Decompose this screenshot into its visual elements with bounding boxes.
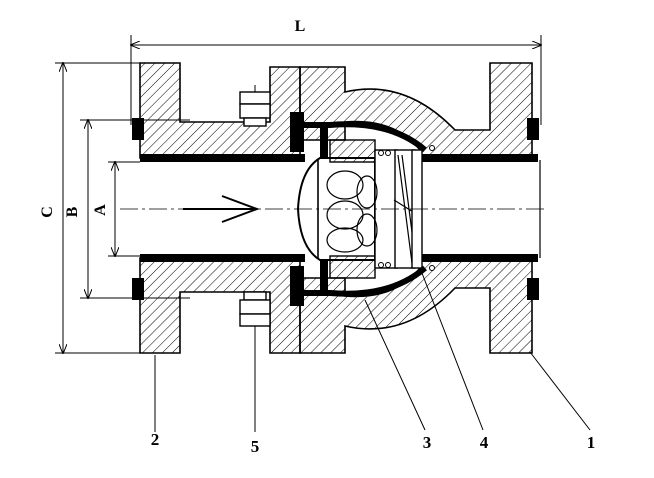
bolt-bottom [239, 291, 271, 333]
bolt-top [239, 85, 271, 127]
dimension-label-A: A [92, 204, 109, 216]
dimension-L: L [131, 18, 541, 125]
dimension-label-C: C [39, 206, 56, 218]
dimension-A: A [92, 162, 140, 256]
callout-3: 3 [423, 433, 432, 452]
callout-2: 2 [151, 430, 160, 449]
inner-cage [290, 112, 427, 306]
dimension-C: C [39, 63, 140, 353]
flow-direction-arrow [183, 195, 260, 223]
dimension-label-B: B [64, 206, 81, 217]
right-body [299, 62, 541, 354]
leader-lines [154, 267, 591, 432]
dimension-label-L: L [295, 18, 306, 35]
callout-4: 4 [480, 433, 489, 452]
callout-5: 5 [251, 437, 260, 456]
callout-1: 1 [587, 433, 596, 452]
